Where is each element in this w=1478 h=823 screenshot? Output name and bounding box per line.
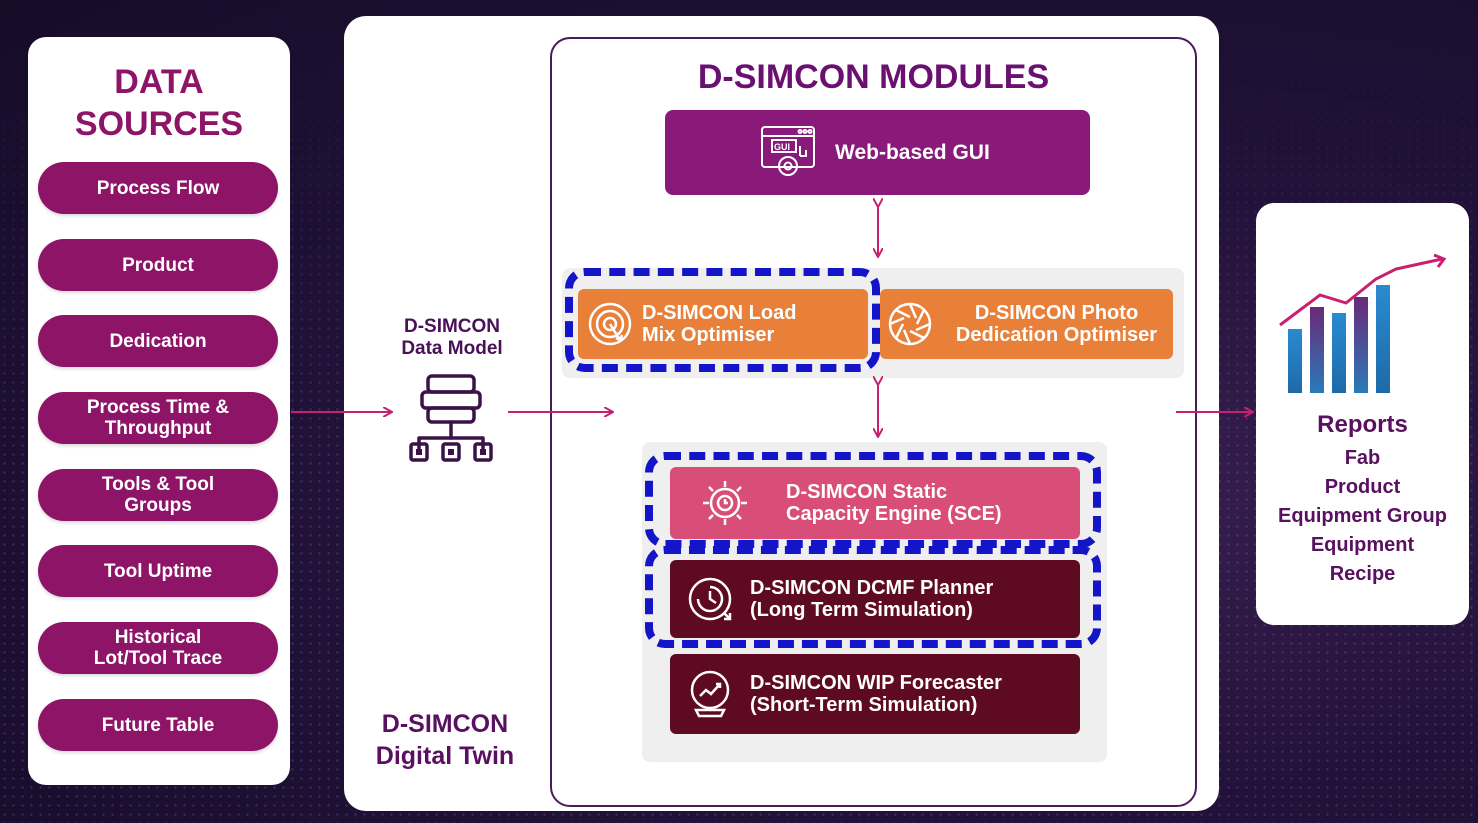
dcmf-planner-label: D-SIMCON DCMF Planner (Long Term Simulat… — [750, 577, 994, 621]
aperture-icon — [888, 302, 932, 346]
database-network-icon — [409, 374, 493, 462]
source-process-flow: Process Flow — [38, 162, 278, 214]
web-based-gui-module: GUI Web-based GUI — [665, 110, 1090, 195]
source-tool-uptime: Tool Uptime — [38, 545, 278, 597]
load-mix-optimiser-module: D-SIMCON Load Mix Optimiser — [578, 289, 868, 359]
bar-chart-icon — [1279, 253, 1447, 393]
source-process-time-throughput: Process Time & Throughput — [38, 392, 278, 444]
photo-dedication-optimiser-module: D-SIMCON Photo Dedication Optimiser — [880, 289, 1173, 359]
report-equipment: Equipment — [1310, 534, 1415, 556]
reports-title: Reports — [1317, 411, 1408, 438]
web-based-gui-label: Web-based GUI — [835, 140, 990, 164]
forecast-crystal-ball-icon — [690, 670, 730, 718]
sce-highlight — [645, 452, 1101, 548]
svg-text:GUI: GUI — [774, 142, 790, 152]
source-historical-lot-tool-trace: Historical Lot/Tool Trace — [38, 622, 278, 674]
gui-icon: GUI — [761, 126, 815, 176]
digital-twin-label: D-SIMCON Digital Twin — [375, 710, 515, 770]
source-dedication: Dedication — [38, 315, 278, 367]
report-fab: Fab — [1344, 447, 1381, 469]
source-product: Product — [38, 239, 278, 291]
data-model-label: D-SIMCON Data Model — [401, 316, 503, 359]
dcmf-planner-module: D-SIMCON DCMF Planner (Long Term Simulat… — [670, 560, 1080, 638]
source-tools-tool-groups: Tools & Tool Groups — [38, 469, 278, 521]
report-equipment-group: Equipment Group — [1278, 505, 1447, 527]
source-future-table: Future Table — [38, 699, 278, 751]
gear-clock-icon — [703, 481, 747, 525]
static-capacity-engine-module: D-SIMCON Static Capacity Engine (SCE) — [670, 467, 1080, 539]
optimiser-target-icon — [588, 302, 632, 346]
static-capacity-engine-label: D-SIMCON Static Capacity Engine (SCE) — [786, 481, 1002, 525]
report-recipe: Recipe — [1329, 563, 1396, 585]
dcmf-highlight — [645, 546, 1101, 648]
modules-title: D-SIMCON MODULES — [697, 58, 1050, 96]
wip-forecaster-module: D-SIMCON WIP Forecaster (Short-Term Simu… — [670, 654, 1080, 734]
load-mix-optimiser-label: D-SIMCON Load Mix Optimiser — [642, 302, 797, 346]
wip-forecaster-label: D-SIMCON WIP Forecaster (Short-Term Simu… — [750, 672, 1002, 716]
modules-frame — [550, 37, 1197, 807]
report-product: Product — [1324, 476, 1401, 498]
photo-dedication-optimiser-label: D-SIMCON Photo Dedication Optimiser — [955, 302, 1158, 346]
reports-panel: Reports Fab Product Equipment Group Equi… — [1256, 203, 1469, 625]
data-sources-title: DATA SOURCES — [74, 63, 244, 143]
long-term-clock-icon — [688, 577, 732, 621]
load-mix-highlight — [565, 268, 880, 372]
data-sources-panel: DATA SOURCES Process Flow Product Dedica… — [28, 37, 290, 785]
